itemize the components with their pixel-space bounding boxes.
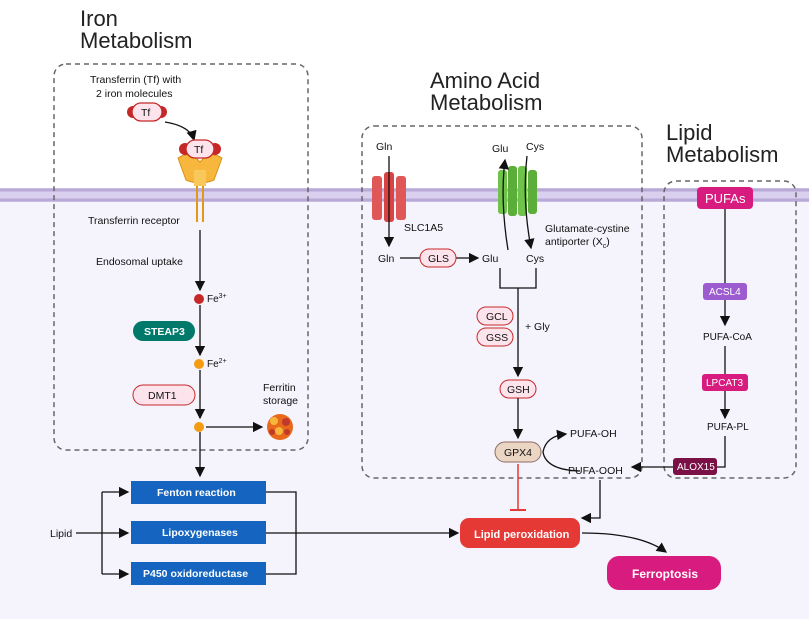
pufa-pl-label: PUFA-PL bbox=[707, 422, 749, 433]
gpx4-reduction-arrow bbox=[542, 429, 581, 472]
amino-title-line2: Metabolism bbox=[430, 90, 542, 115]
transferrin-receptor-label: Transferrin receptor bbox=[88, 215, 180, 227]
ferroptosis-box bbox=[607, 556, 721, 590]
lipid-title-line2: Metabolism bbox=[666, 142, 778, 167]
gsh-label: GSH bbox=[507, 384, 530, 396]
gss-box bbox=[476, 327, 514, 347]
amino-title-line1: Amino Acid bbox=[430, 68, 540, 93]
acsl4-box bbox=[703, 283, 747, 300]
gpx4-label: GPX4 bbox=[504, 447, 532, 459]
tf-label-bound: Tf bbox=[194, 144, 203, 156]
endosomal-uptake-label: Endosomal uptake bbox=[96, 256, 183, 268]
fenton-reaction-box bbox=[131, 481, 266, 504]
transferrin-receptor-icon: Tf bbox=[177, 139, 223, 222]
alox15-label: ALOX15 bbox=[677, 462, 715, 473]
lpcat3-label: LPCAT3 bbox=[706, 378, 743, 389]
peroxidation-to-ferroptosis-arrow bbox=[581, 532, 668, 553]
antiporter-label-2: antiporter (Xc) bbox=[545, 236, 610, 250]
lipid-peroxidation-box bbox=[460, 518, 580, 548]
steap3-box bbox=[133, 321, 195, 341]
ferritin-label-2: storage bbox=[263, 395, 298, 407]
lipoxygenases-label: Lipoxygenases bbox=[162, 527, 238, 539]
gcl-box bbox=[476, 306, 514, 326]
labile-iron-icon bbox=[194, 422, 204, 432]
p450-box bbox=[131, 562, 266, 585]
fe3-label: Fe3+ bbox=[207, 293, 227, 305]
fenton-reaction-label: Fenton reaction bbox=[157, 487, 236, 499]
glu-export-arrow bbox=[498, 158, 510, 251]
fe3-ion-icon bbox=[194, 294, 204, 304]
iron-title-line2: Metabolism bbox=[80, 28, 192, 53]
lpcat3-box bbox=[702, 374, 748, 391]
dmt1-label: DMT1 bbox=[148, 390, 177, 402]
lipid-title-line1: Lipid bbox=[666, 120, 712, 145]
lipid-peroxidation-label: Lipid peroxidation bbox=[474, 529, 570, 541]
pufas-box bbox=[697, 187, 753, 209]
cys-import-arrow bbox=[524, 155, 535, 250]
glu-bottom-label: Glu bbox=[482, 253, 499, 265]
pl-to-ooh-arrow bbox=[630, 436, 726, 473]
tf-binding-arrow bbox=[164, 121, 197, 142]
ferroptosis-label: Ferroptosis bbox=[632, 567, 698, 581]
gls-box bbox=[419, 248, 457, 268]
slc1a5-label: SLC1A5 bbox=[404, 222, 443, 234]
lipoxygenases-box bbox=[131, 521, 266, 544]
antiporter-label-1: Glutamate-cystine bbox=[545, 223, 630, 235]
gss-label: GSS bbox=[486, 332, 508, 344]
transferrin-free: Tf bbox=[127, 102, 167, 122]
steap3-label: STEAP3 bbox=[144, 326, 185, 338]
gls-label: GLS bbox=[428, 253, 449, 265]
pufa-ooh-label: PUFA-OOH bbox=[568, 465, 623, 477]
alox15-box bbox=[673, 458, 717, 475]
pufa-coa-label: PUFA-CoA bbox=[703, 332, 752, 343]
amino-metabolism-box bbox=[361, 125, 643, 479]
p450-label: P450 oxidoreductase bbox=[143, 568, 248, 580]
pufa-oh-label: PUFA-OH bbox=[570, 428, 617, 440]
gln-top-label: Gln bbox=[376, 141, 393, 153]
dmt1-box bbox=[132, 384, 196, 406]
gcl-label: GCL bbox=[486, 311, 508, 323]
tf-label-free: Tf bbox=[141, 107, 150, 119]
fe2-label: Fe2+ bbox=[207, 358, 227, 370]
transferrin-caption-2: 2 iron molecules bbox=[96, 88, 172, 100]
glu-top-label: Glu bbox=[492, 143, 509, 155]
pufa-ooh-to-peroxidation-arrow bbox=[580, 480, 601, 524]
ferritin-label-1: Ferritin bbox=[263, 382, 296, 394]
fe2-ion-icon bbox=[194, 359, 204, 369]
gln-bottom-label: Gln bbox=[378, 253, 395, 265]
pufas-label: PUFAs bbox=[705, 191, 746, 206]
gpx4-box bbox=[494, 441, 542, 463]
lipid-input-label: Lipid bbox=[50, 528, 72, 540]
lipid-metabolism-box bbox=[663, 180, 797, 479]
ferritin-icon bbox=[267, 414, 293, 440]
cytoplasm-background bbox=[0, 201, 809, 619]
transferrin-caption-1: Transferrin (Tf) with bbox=[90, 74, 181, 86]
cys-top-label: Cys bbox=[526, 141, 544, 153]
cys-bottom-label: Cys bbox=[526, 253, 544, 265]
glycine-label: + Gly bbox=[525, 321, 551, 333]
iron-title-line1: Iron bbox=[80, 6, 118, 31]
acsl4-label: ACSL4 bbox=[709, 287, 741, 298]
